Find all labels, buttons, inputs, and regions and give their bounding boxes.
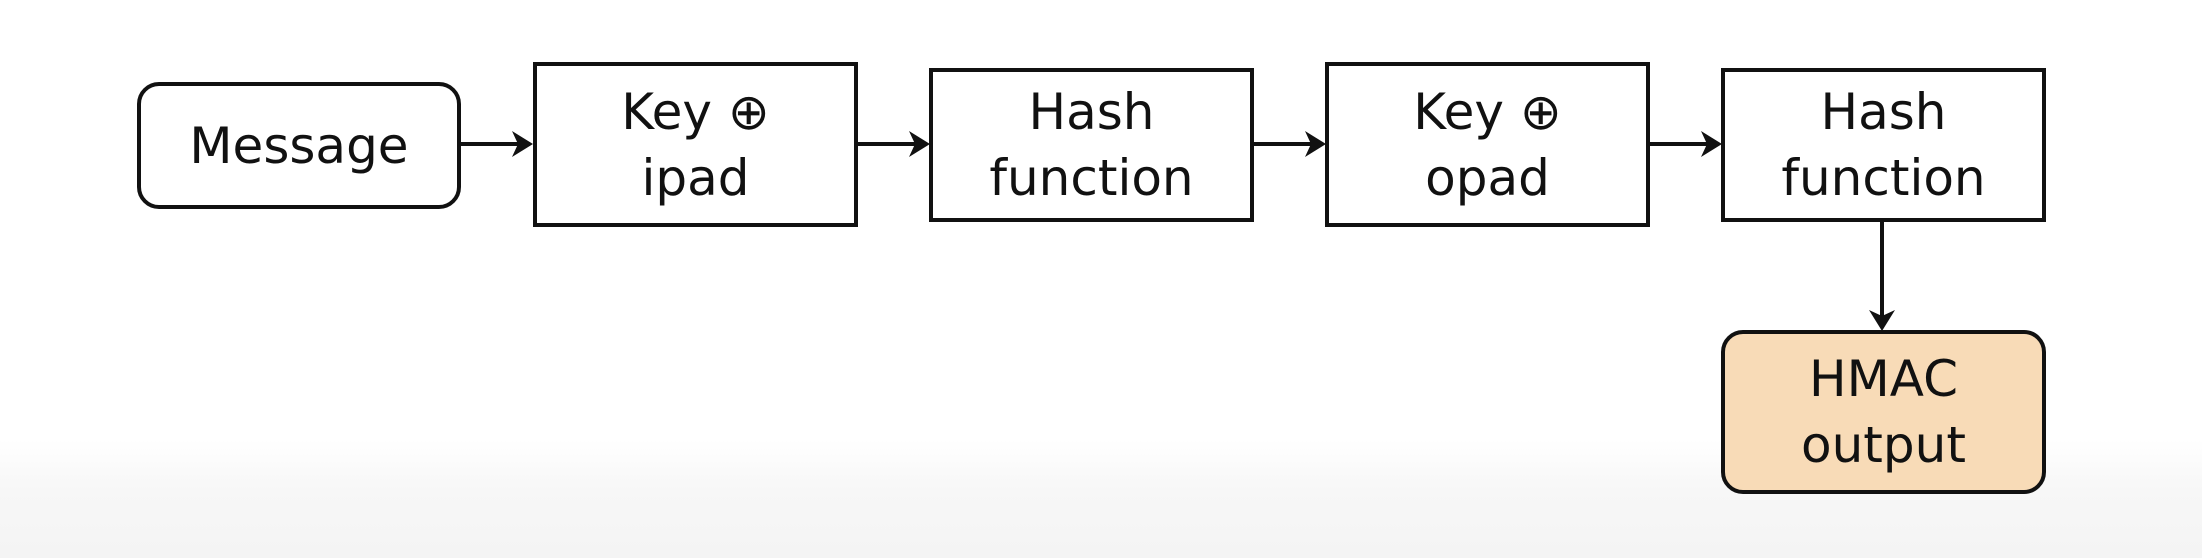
message-node: Message [137, 82, 461, 209]
hmac-output-node: HMAC output [1721, 330, 2046, 494]
hash-function-label-2: Hash function [1781, 83, 1986, 207]
arrowhead-5 [1869, 310, 1895, 331]
key-ipad-label: Key ⊕ ipad [621, 82, 770, 207]
arrowhead-2 [909, 131, 930, 157]
message-label: Message [189, 116, 409, 175]
arrowhead-3 [1305, 131, 1326, 157]
hash-function-node-1: Hash function [929, 68, 1254, 222]
hash-function-node-2: Hash function [1721, 68, 2046, 222]
key-opad-label: Key ⊕ opad [1413, 82, 1562, 207]
arrowhead-1 [512, 131, 533, 157]
hash-function-label-1: Hash function [989, 83, 1194, 207]
key-ipad-node: Key ⊕ ipad [533, 62, 858, 227]
arrowhead-4 [1701, 131, 1722, 157]
hmac-output-label: HMAC output [1801, 350, 1966, 474]
key-opad-node: Key ⊕ opad [1325, 62, 1650, 227]
